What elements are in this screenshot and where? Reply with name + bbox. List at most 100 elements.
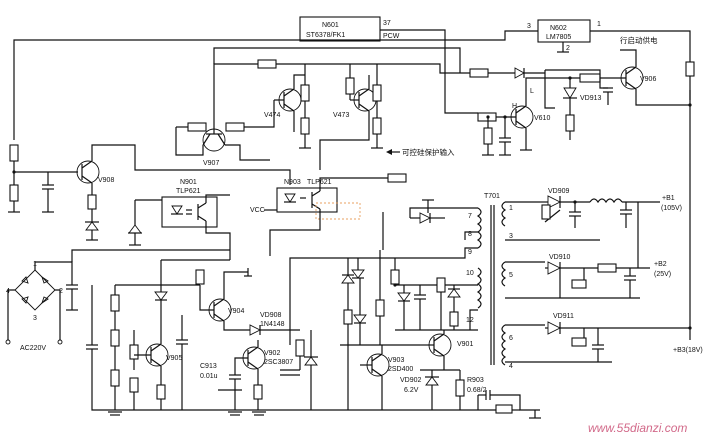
ic-n601-part: ST6378/FK1	[306, 32, 345, 39]
resistor-l1	[110, 294, 120, 312]
capacitor-bottom	[495, 404, 513, 414]
diode-mid-1	[341, 274, 355, 284]
label-vcc: VCC	[250, 207, 265, 214]
resistor-n903	[387, 173, 407, 183]
resistor-v902-e	[253, 384, 263, 400]
diode-vd910: VD910	[547, 254, 571, 275]
output-b2-v: (25V)	[654, 271, 671, 278]
label-l: L	[530, 88, 534, 95]
capacitor-b2-1	[571, 279, 587, 289]
resistor-v473-b	[345, 77, 355, 95]
ic-n602-pin-out: 1	[597, 21, 601, 28]
wire-n602-in	[13, 30, 538, 140]
svg-text:V906: V906	[640, 76, 656, 83]
svg-text:2: 2	[59, 288, 63, 295]
svg-text:5: 5	[509, 272, 513, 279]
diode-vd911: VD911	[547, 313, 574, 335]
resistor-l5	[129, 377, 139, 393]
resistor-mid-1	[295, 339, 305, 357]
label-h: H	[512, 103, 517, 110]
svg-text:1N4148: 1N4148	[260, 321, 285, 328]
transistor-v902: V902 2SC3807	[242, 346, 293, 370]
ic-n601-pin-label: PCW	[383, 33, 400, 40]
ic-n601-ref: N601	[322, 22, 339, 29]
zener-mid	[304, 356, 318, 366]
wire-v906-c	[620, 49, 637, 67]
diode-mid-5	[447, 288, 461, 298]
svg-text:VD908: VD908	[260, 312, 282, 319]
wire-pcw	[380, 29, 478, 114]
resistor-top-bus	[257, 59, 277, 69]
svg-text:V908: V908	[98, 177, 114, 184]
zener-vd913: VD913	[563, 87, 602, 102]
diode-top-bus	[514, 67, 525, 79]
resistor-top-bus-2	[469, 68, 489, 78]
diode-vd908: VD908 1N4148	[249, 312, 285, 336]
resistor-v610-be	[483, 127, 493, 145]
ic-n602-part: LM7805	[546, 34, 571, 41]
svg-text:2SC3807: 2SC3807	[264, 359, 293, 366]
svg-text:3: 3	[509, 233, 513, 240]
resistor-v906-b	[579, 73, 601, 83]
svg-text:V901: V901	[457, 341, 473, 348]
svg-text:N903: N903	[284, 179, 301, 186]
watermark: www.55dianzi.com	[588, 421, 687, 435]
resistor-v908-top	[9, 144, 19, 162]
output-b2: +B2	[654, 261, 667, 268]
resistor-v908-e	[87, 194, 97, 210]
transistor-v474: V474	[264, 88, 302, 119]
diode-vd909: VD909	[547, 188, 570, 209]
svg-text:TLP621: TLP621	[307, 179, 332, 186]
resistor-l3	[110, 369, 120, 387]
ic-n602: N602 LM7805 3 1 2	[527, 19, 601, 52]
resistor-v474-2	[300, 117, 310, 135]
svg-text:TLP621: TLP621	[176, 188, 201, 195]
svg-text:10: 10	[466, 270, 474, 277]
diode-mid-3	[353, 314, 367, 324]
wire-top-bus	[213, 63, 258, 90]
zener-v908	[85, 221, 99, 231]
resistor-v473-1	[372, 84, 382, 102]
svg-text:V907: V907	[203, 160, 219, 167]
svg-text:V902: V902	[264, 350, 280, 357]
transistor-v904: V904	[208, 298, 244, 322]
resistor-v904-b	[195, 269, 205, 285]
svg-text:N901: N901	[180, 179, 197, 186]
output-b1-v: (105V)	[661, 205, 682, 212]
ground-symbols	[108, 411, 266, 416]
capacitor-vd909	[541, 204, 551, 220]
resistor-mid-5	[436, 277, 446, 293]
resistor-v474-1	[300, 84, 310, 102]
svg-text:VD910: VD910	[549, 254, 571, 261]
ic-n601: N601 ST6378/FK1 37 PCW	[299, 16, 400, 42]
diode-mid-2	[351, 269, 365, 279]
svg-text:V903: V903	[388, 357, 404, 364]
zener-n901	[128, 224, 142, 234]
output-b1: +B1	[662, 195, 675, 202]
svg-text:V905: V905	[166, 355, 182, 362]
zener-vd902: VD902 6.2V	[400, 376, 439, 394]
svg-text:0.01u: 0.01u	[200, 373, 218, 380]
svg-text:6.2V: 6.2V	[404, 387, 419, 394]
transistor-v907: V907	[202, 128, 226, 167]
transformer-t701: T701	[476, 193, 507, 366]
svg-text:3: 3	[33, 315, 37, 322]
resistor-v473-2	[372, 117, 382, 135]
resistor-vd913	[565, 114, 575, 132]
svg-text:T701: T701	[484, 193, 500, 200]
ic-n601-pin: 37	[383, 20, 391, 27]
resistor-v907-2	[225, 122, 245, 132]
svg-text:V473: V473	[333, 112, 349, 119]
transistor-v905: V905	[145, 343, 182, 367]
resistor-v908-bot	[9, 184, 19, 202]
svg-text:2SD400: 2SD400	[388, 366, 413, 373]
resistor-v905-e	[156, 384, 166, 400]
svg-text:R903: R903	[467, 377, 484, 384]
svg-text:VD902: VD902	[400, 377, 422, 384]
capacitor-b3-1	[571, 337, 587, 347]
svg-text:8: 8	[468, 231, 472, 238]
svg-text:VD911: VD911	[553, 313, 574, 320]
svg-text:1: 1	[509, 205, 513, 212]
wire-n602-out	[590, 30, 691, 310]
